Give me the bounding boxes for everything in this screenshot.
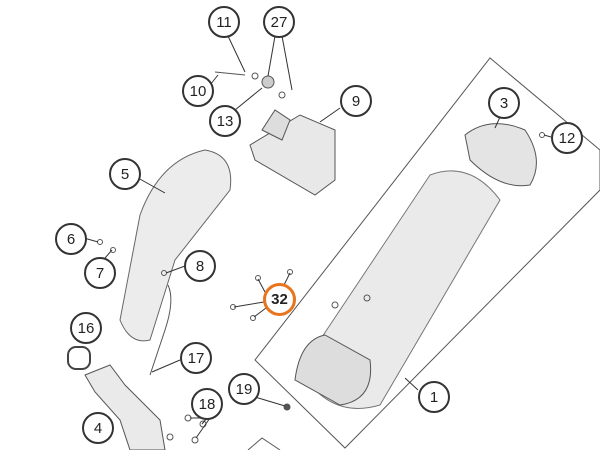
callout-4[interactable]: 4 [82, 412, 114, 444]
callout-3[interactable]: 3 [488, 87, 520, 119]
callout-13[interactable]: 13 [209, 105, 241, 137]
callout-18[interactable]: 18 [191, 388, 223, 420]
callout-10[interactable]: 10 [182, 75, 214, 107]
part-16-gasket [67, 346, 91, 370]
part-3-cap [464, 123, 537, 187]
part-4-pipe [84, 364, 166, 450]
callout-12[interactable]: 12 [551, 122, 583, 154]
end-cap [294, 334, 372, 406]
part-9-bracket [261, 109, 291, 141]
callout-9[interactable]: 9 [340, 85, 372, 117]
callout-11[interactable]: 11 [208, 6, 240, 38]
callout-8[interactable]: 8 [184, 250, 216, 282]
part-17-sensor [149, 284, 172, 376]
callout-19[interactable]: 19 [228, 373, 260, 405]
callout-6[interactable]: 6 [55, 223, 87, 255]
callout-27[interactable]: 27 [263, 6, 295, 38]
callout-32-highlighted[interactable]: 32 [263, 283, 296, 316]
callout-5[interactable]: 5 [109, 158, 141, 190]
fasteners [97, 71, 545, 444]
callout-17[interactable]: 17 [180, 342, 212, 374]
callout-16[interactable]: 16 [70, 312, 102, 344]
callout-7[interactable]: 7 [84, 257, 116, 289]
part-5-shield [119, 149, 232, 342]
lower-frame [247, 437, 281, 450]
callout-1[interactable]: 1 [418, 381, 450, 413]
part-9-shield [249, 114, 336, 196]
